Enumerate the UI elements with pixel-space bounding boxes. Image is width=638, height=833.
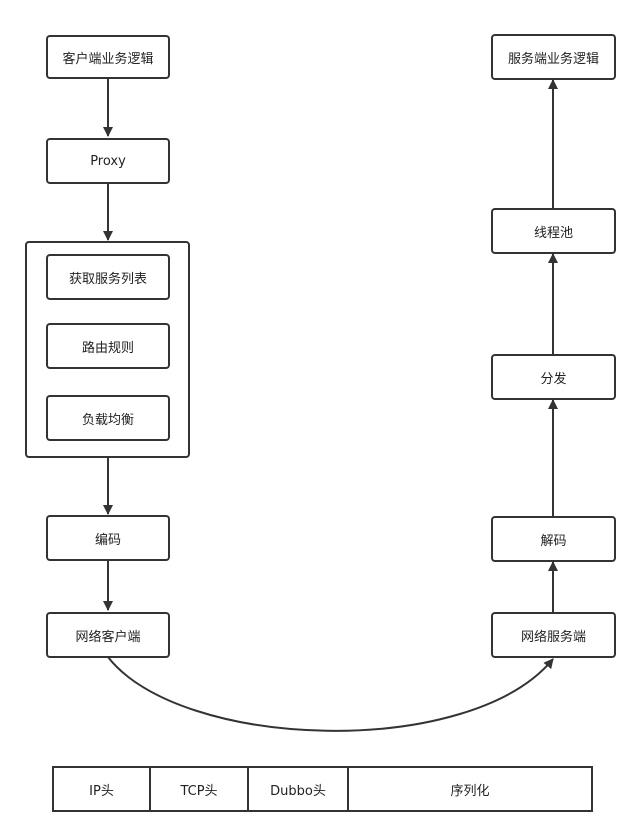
routing-rules-box: 路由规则 [46, 323, 170, 369]
packet-cell-ip-header: IP头 [54, 768, 151, 810]
get-service-list-box: 获取服务列表 [46, 254, 170, 300]
thread-pool-box: 线程池 [491, 208, 616, 254]
packet-cell-serialization: 序列化 [450, 783, 490, 799]
network-client-box: 网络客户端 [46, 612, 170, 658]
client-business-logic-box: 客户端业务逻辑 [46, 35, 170, 79]
packet-cell-tcp-header: TCP头 [151, 768, 249, 810]
arrow-net-client-to-net-server [107, 656, 554, 732]
encode-box: 编码 [46, 515, 170, 561]
proxy-box: Proxy [46, 138, 170, 184]
packet-structure-table: IP头 TCP头 Dubbo头 序列化 [52, 766, 593, 812]
load-balance-box: 负载均衡 [46, 395, 170, 441]
network-server-box: 网络服务端 [491, 612, 616, 658]
decode-box: 解码 [491, 516, 616, 562]
packet-cell-dubbo-header: Dubbo头 [249, 768, 349, 810]
dispatch-box: 分发 [491, 354, 616, 400]
server-business-logic-box: 服务端业务逻辑 [491, 34, 616, 80]
